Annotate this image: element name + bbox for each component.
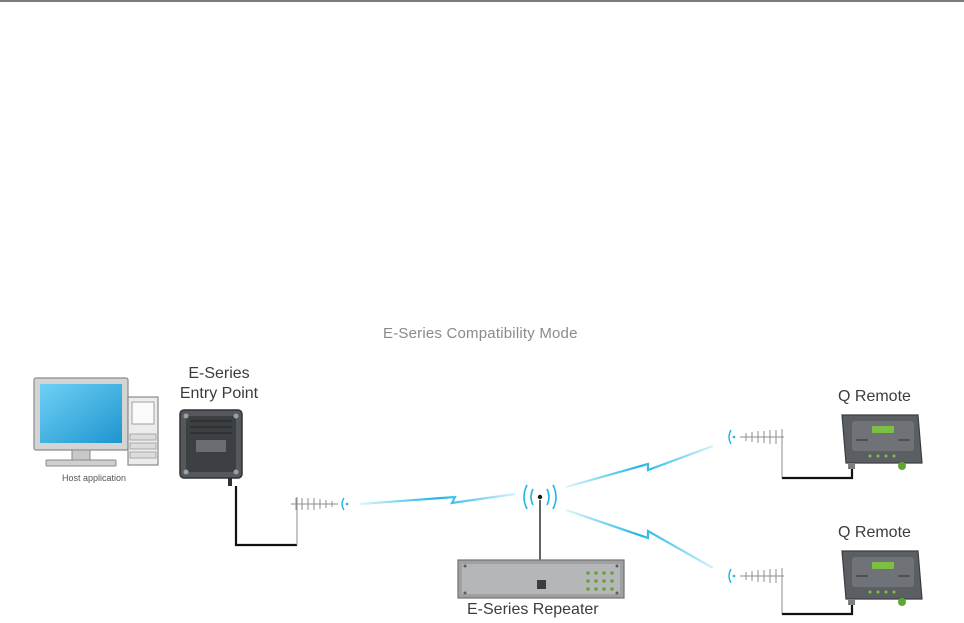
entry-point-device-icon — [180, 410, 242, 486]
remote1-antenna-icon — [740, 429, 784, 478]
entry-point-label: E-Series Entry Point — [164, 364, 274, 404]
remote2-antenna-icon — [740, 568, 784, 614]
remote1-cable — [782, 466, 852, 478]
entry-point-signal-icon — [342, 498, 348, 510]
radio-link-entry-to-repeater — [360, 494, 515, 504]
remote1-device-icon — [842, 415, 922, 470]
monitor-screen — [40, 384, 122, 443]
entry-point-antenna-icon — [291, 497, 338, 545]
remote1-signal-icon — [729, 430, 735, 444]
radio-link-repeater-to-remote2 — [566, 510, 713, 568]
entry-point-label-line1: E-Series — [164, 364, 274, 384]
entry-point-label-line2: Entry Point — [164, 384, 274, 404]
radio-link-repeater-to-remote1 — [566, 446, 713, 487]
remote2-cable — [782, 602, 852, 614]
entry-point-cable — [236, 486, 297, 545]
repeater-label: E-Series Repeater — [467, 601, 599, 619]
remote2-signal-icon — [729, 569, 735, 583]
remote2-label: Q Remote — [838, 524, 911, 542]
host-application-label: Host application — [62, 473, 126, 483]
repeater-device-icon — [458, 560, 624, 598]
remote2-device-icon — [842, 551, 922, 606]
remote1-label: Q Remote — [838, 388, 911, 406]
host-computer-icon — [34, 378, 158, 466]
diagram-title: E-Series Compatibility Mode — [383, 325, 578, 342]
